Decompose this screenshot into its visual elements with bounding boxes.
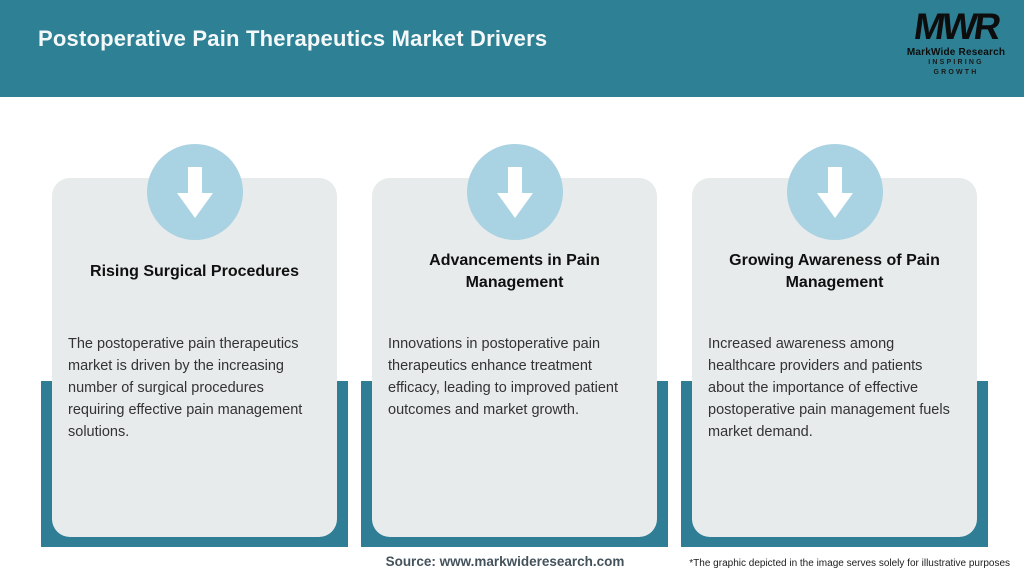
driver-card-advancements-in-pain-management: Advancements in Pain Management Innovati… (361, 144, 668, 547)
driver-card-rising-surgical-procedures: Rising Surgical Procedures The postopera… (41, 144, 348, 547)
card-title: Rising Surgical Procedures (90, 263, 299, 280)
page-title: Postoperative Pain Therapeutics Market D… (38, 26, 548, 51)
card-title: Growing Awareness of Pain Management (729, 252, 940, 291)
card-body: Growing Awareness of Pain Management Inc… (692, 178, 977, 537)
source-text: Source: www.markwideresearch.com (385, 554, 625, 569)
card-title: Advancements in Pain Management (429, 252, 600, 291)
card-description: Increased awareness among healthcare pro… (708, 336, 950, 440)
card-description: The postoperative pain therapeutics mark… (68, 336, 303, 440)
down-arrow-icon (786, 144, 883, 240)
markwide-research-logo: MWR MarkWide Research INSPIRING GROWTH (904, 6, 1008, 78)
logo-name: MarkWide Research (906, 47, 1006, 58)
disclaimer-text: *The graphic depicted in the image serve… (689, 558, 1010, 569)
card-description: Innovations in postoperative pain therap… (388, 336, 618, 418)
logo-acronym: MWR (911, 6, 1001, 47)
logo-tagline: INSPIRING GROWTH (928, 59, 984, 76)
down-arrow-icon (466, 144, 563, 240)
down-arrow-icon (146, 144, 243, 240)
driver-card-growing-awareness-of-pain-management: Growing Awareness of Pain Management Inc… (681, 144, 988, 547)
header-bar: Postoperative Pain Therapeutics Market D… (0, 0, 1024, 97)
